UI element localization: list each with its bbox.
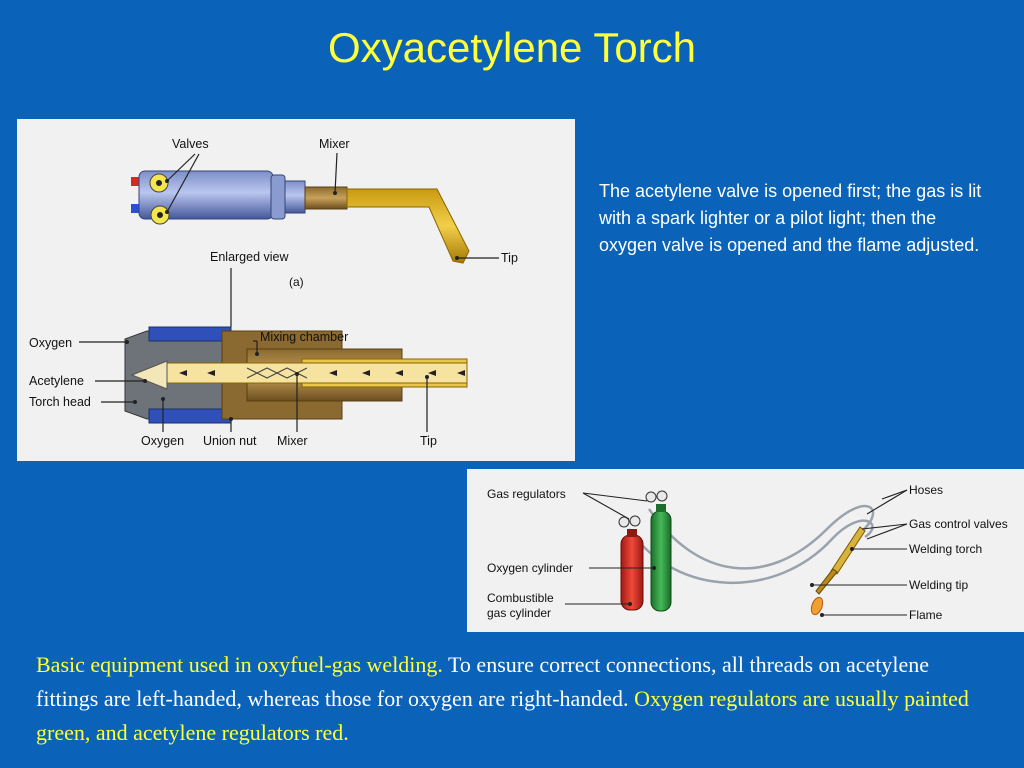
label-gas-regulators: Gas regulators <box>487 487 566 501</box>
label-union-nut: Union nut <box>203 434 257 448</box>
label-combustible: Combustible <box>487 591 554 605</box>
acetylene-cylinder-illustration <box>618 515 644 611</box>
label-gas-control-valves: Gas control valves <box>909 517 1008 531</box>
torch-cross-section <box>124 326 468 424</box>
label-mixer-bottom: Mixer <box>277 434 308 448</box>
oxygen-cylinder-illustration <box>645 490 672 612</box>
label-oxygen-bottom: Oxygen <box>141 434 184 448</box>
label-mixing-chamber: Mixing chamber <box>260 330 348 344</box>
label-torch-head: Torch head <box>29 395 91 409</box>
label-valves: Valves <box>172 137 209 151</box>
slide-title: Oxyacetylene Torch <box>327 24 697 71</box>
label-oxygen-cylinder: Oxygen cylinder <box>487 561 573 575</box>
equipment-diagram: Gas regulators Oxygen cylinder Combustib… <box>467 469 1024 632</box>
caption-highlight-1: Basic equipment used in oxyfuel-gas weld… <box>36 652 443 677</box>
label-oxygen-left: Oxygen <box>29 336 72 350</box>
label-gas-cylinder: gas cylinder <box>487 606 551 620</box>
label-tip-bottom: Tip <box>420 434 437 448</box>
label-enlarged-view: Enlarged view <box>210 250 289 264</box>
torch-top-illustration <box>131 170 470 264</box>
label-hoses: Hoses <box>909 483 943 497</box>
label-panel-a: (a) <box>289 275 304 289</box>
label-tip-top: Tip <box>501 251 518 265</box>
caption-highlight-2: Oxygen regulators are usually painted gr… <box>36 686 969 745</box>
label-welding-tip: Welding tip <box>909 578 968 592</box>
welding-torch-illustration <box>810 526 866 616</box>
procedure-description: The acetylene valve is opened first; the… <box>599 181 982 255</box>
label-mixer-top: Mixer <box>319 137 350 151</box>
torch-diagram: Valves Mixer Tip Enlarged view (a) <box>17 119 575 461</box>
label-flame: Flame <box>909 608 943 622</box>
label-welding-torch: Welding torch <box>909 542 982 556</box>
figure-caption: Basic equipment used in oxyfuel-gas weld… <box>36 648 996 750</box>
label-acetylene: Acetylene <box>29 374 84 388</box>
caption-body: To ensure correct connections, all threa… <box>36 652 930 711</box>
